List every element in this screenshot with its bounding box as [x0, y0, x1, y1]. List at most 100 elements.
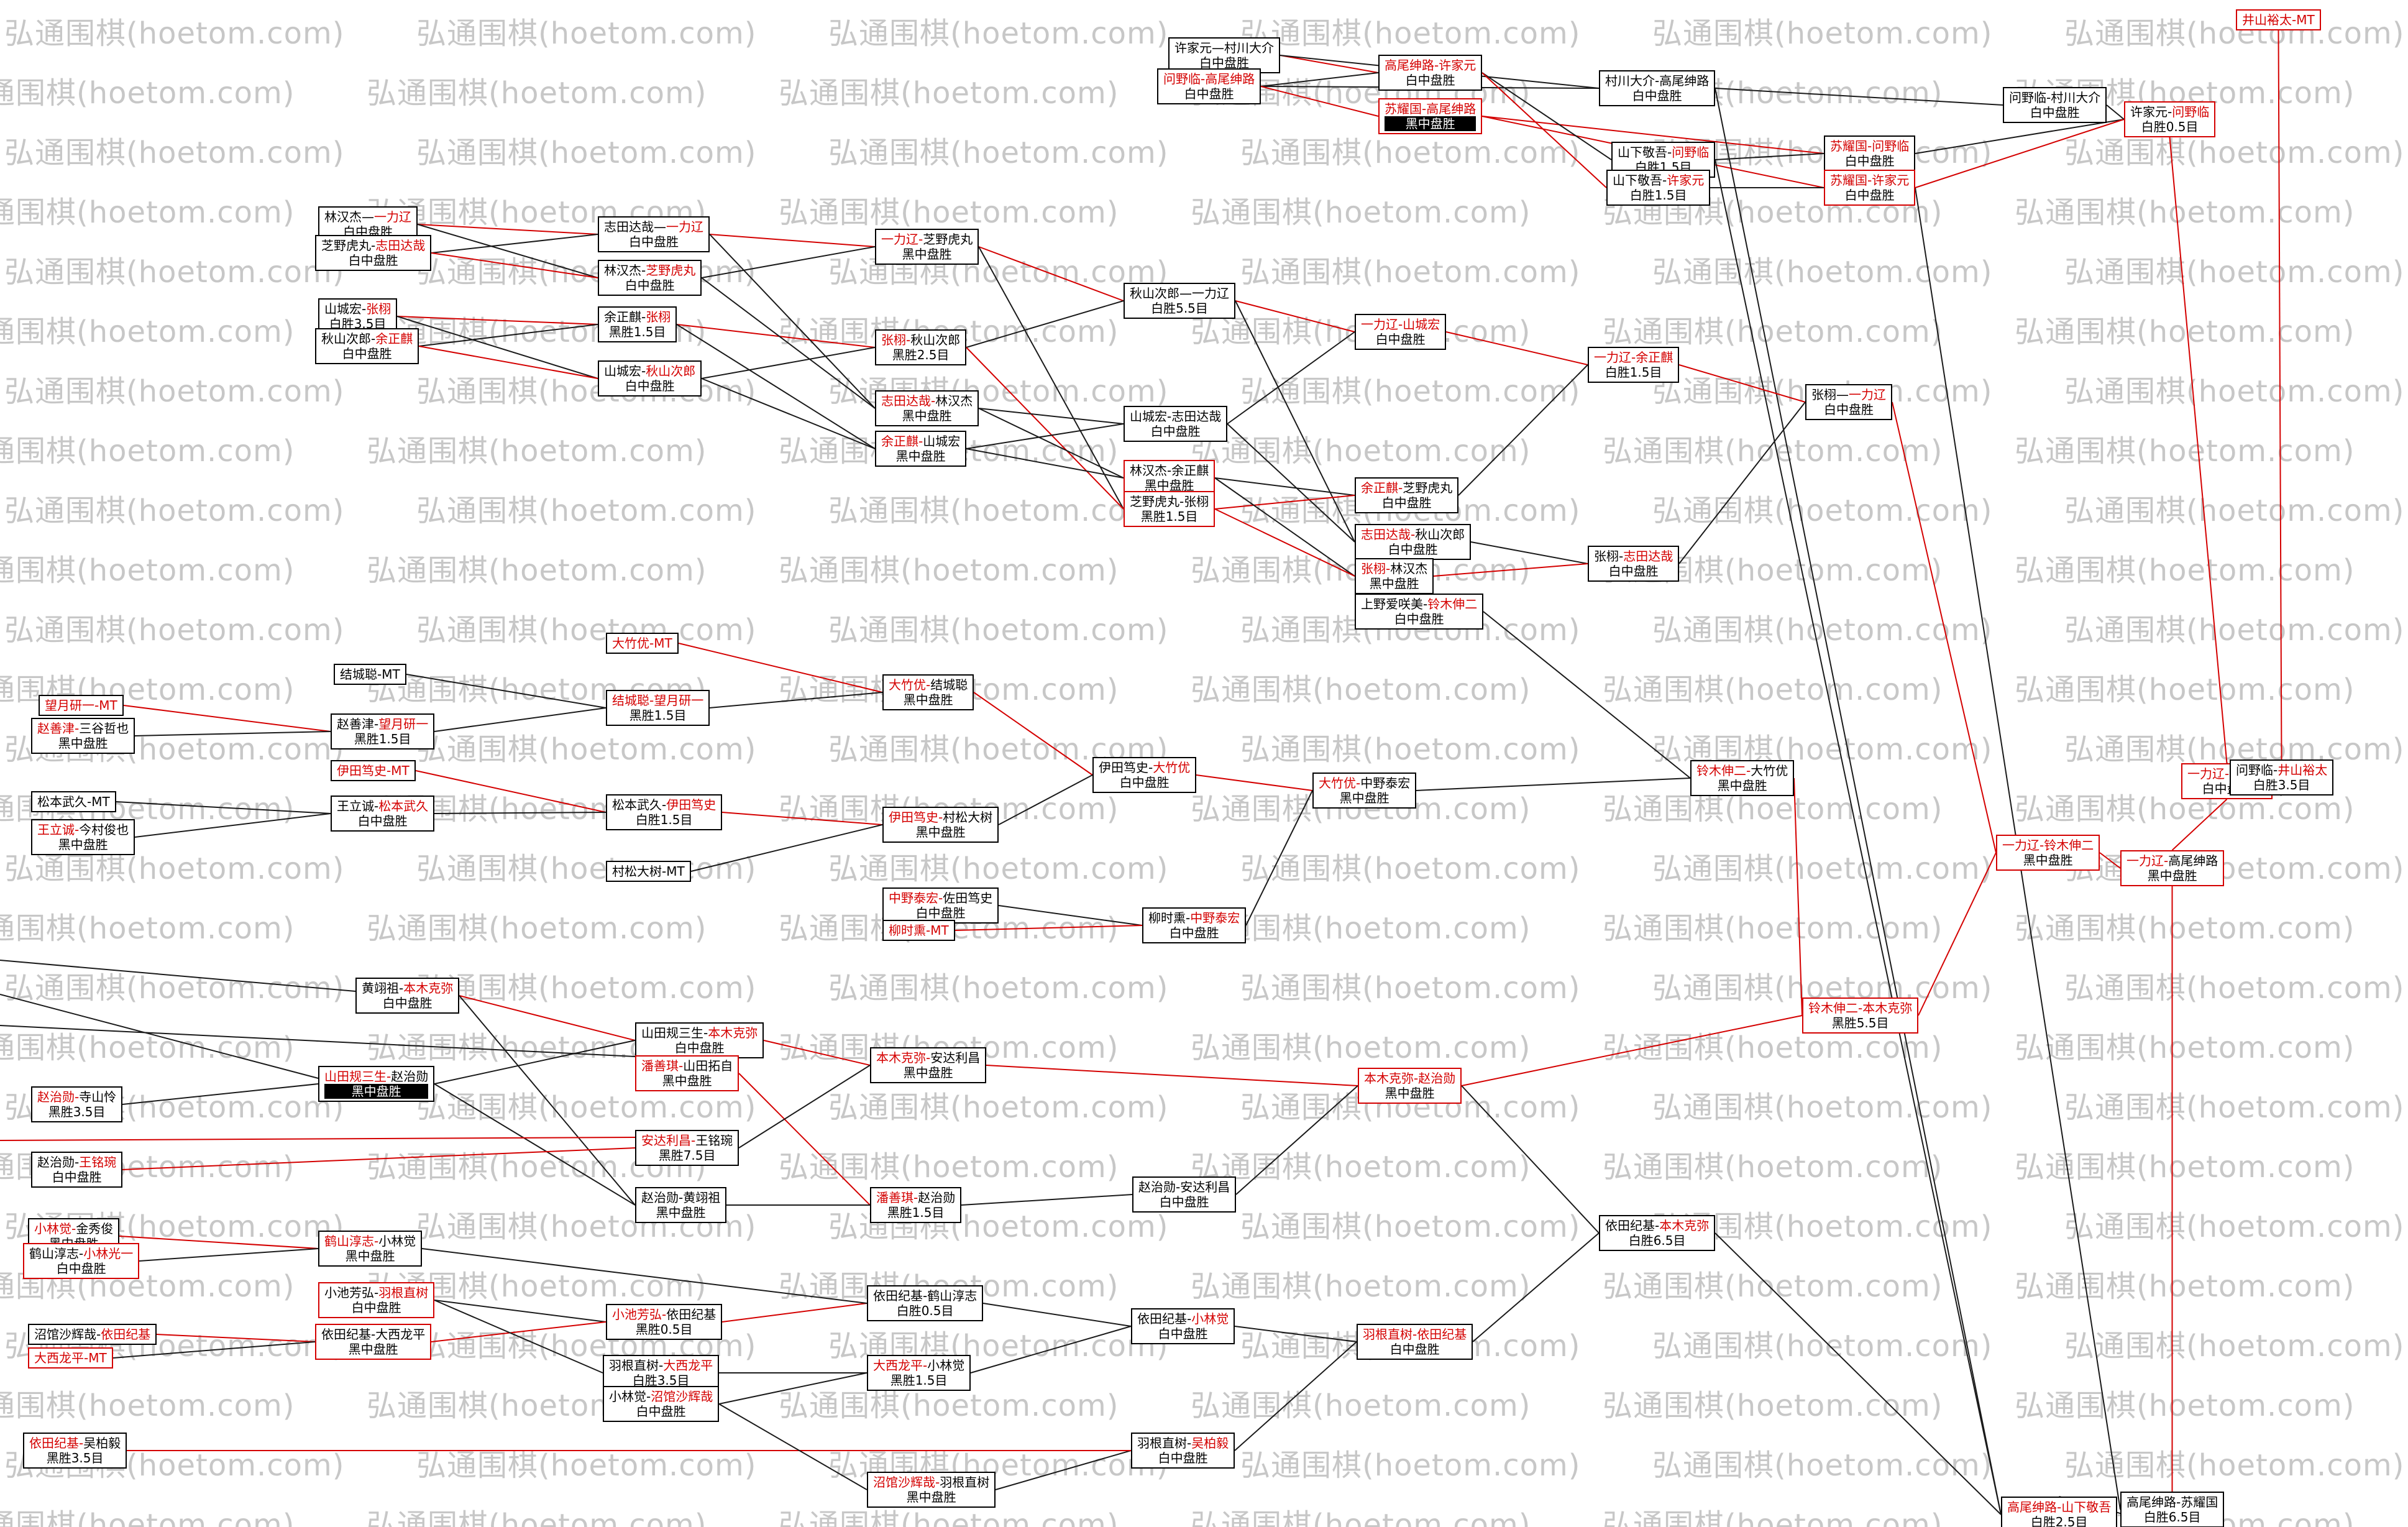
match-box[interactable]: 松本武久-伊田笃史白胜1.5目 — [606, 794, 723, 830]
match-box[interactable]: 高尾绅路-苏耀国白胜6.5目 — [2120, 1492, 2225, 1527]
match-box[interactable]: 余正麒-芝野虎丸白中盘胜 — [1355, 477, 1459, 513]
match-result: 白胜5.5目 — [1130, 301, 1229, 316]
match-box[interactable]: 村松大树-MT — [606, 861, 691, 882]
match-box[interactable]: 依田纪基-大西龙平黑中盘胜 — [315, 1324, 432, 1360]
match-box[interactable]: 村川大介-高尾绅路白中盘胜 — [1599, 70, 1716, 106]
match-box[interactable]: 赵善津-三谷哲也黑中盘胜 — [31, 718, 135, 754]
match-box[interactable]: 羽根直树-依田纪基白中盘胜 — [1357, 1324, 1473, 1360]
match-box[interactable]: 许家元—村川大介白中盘胜 — [1168, 37, 1280, 73]
match-box[interactable]: 志田达哉-秋山次郎白中盘胜 — [1355, 524, 1472, 560]
match-box[interactable]: 林汉杰-余正麒黑中盘胜 — [1124, 460, 1215, 496]
match-box[interactable]: 余正麒-张栩黑胜1.5目 — [598, 306, 677, 342]
match-box[interactable]: 结城聪-望月研一黑胜1.5目 — [606, 690, 710, 726]
match-box[interactable]: 伊田笃史-大竹优白中盘胜 — [1092, 757, 1197, 793]
match-box[interactable]: 志田达哉-林汉杰黑中盘胜 — [875, 390, 979, 426]
match-result: 黑胜1.5目 — [873, 1373, 964, 1388]
match-box[interactable]: 井山裕太-MT — [2236, 9, 2321, 30]
match-box[interactable]: 鹤山淳志-小林觉黑中盘胜 — [318, 1231, 423, 1267]
match-box[interactable]: 依田纪基-小林觉白中盘胜 — [1131, 1308, 1235, 1344]
match-box[interactable]: 沼馆沙辉哉-依田纪基 — [28, 1324, 157, 1345]
match-box[interactable]: 高尾绅路-山下敬吾白胜2.5目 — [2001, 1497, 2118, 1527]
match-box[interactable]: 苏耀国-许家元白中盘胜 — [1824, 170, 1916, 206]
watermark-text: 弘通围棋(hoetom.com) — [0, 434, 295, 469]
match-box[interactable]: 山下敬吾-许家元白胜1.5目 — [1606, 170, 1711, 206]
match-box[interactable]: 志田达哉—一力辽白中盘胜 — [598, 216, 710, 252]
match-box[interactable]: 许家元-问野临白胜0.5目 — [2124, 101, 2216, 137]
match-box[interactable]: 问野临-井山裕太白胜3.5目 — [2230, 759, 2334, 796]
match-box[interactable]: 一力辽-芝野虎丸黑中盘胜 — [875, 229, 979, 265]
match-box[interactable]: 沼馆沙辉哉-羽根直树黑中盘胜 — [867, 1472, 996, 1508]
match-box[interactable]: 林汉杰-芝野虎丸白中盘胜 — [598, 260, 702, 296]
match-box[interactable]: 羽根直树-大西龙平白胜3.5目 — [603, 1355, 720, 1391]
match-result: 黑胜2.5目 — [881, 347, 960, 362]
match-box[interactable]: 张栩-志田达哉白中盘胜 — [1588, 546, 1680, 582]
match-players: 高尾绅路-许家元 — [1385, 58, 1476, 73]
match-box[interactable]: 山田规三生-本木克弥白中盘胜 — [635, 1022, 764, 1058]
match-box[interactable]: 芝野虎丸-张栩黑胜1.5目 — [1124, 491, 1215, 527]
match-box[interactable]: 赵治勋-黄翊祖黑中盘胜 — [635, 1187, 727, 1223]
match-box[interactable]: 潘善琪-山田拓自黑中盘胜 — [635, 1055, 739, 1091]
match-box[interactable]: 小池芳弘-依田纪基黑胜0.5目 — [606, 1304, 723, 1340]
player-name: 问野临 — [1672, 145, 1710, 160]
match-box[interactable]: 余正麒-山城宏黑中盘胜 — [875, 431, 967, 467]
match-box[interactable]: 问野临-村川大介白中盘胜 — [2003, 87, 2107, 123]
match-box[interactable]: 伊田笃史-MT — [331, 760, 416, 781]
match-box[interactable]: 望月研一-MT — [39, 695, 124, 716]
match-box[interactable]: 依田纪基-鹤山淳志白胜0.5目 — [867, 1285, 984, 1321]
match-box[interactable]: 一力辽-余正麒白胜1.5目 — [1588, 347, 1680, 383]
match-box[interactable]: 柳时熏-MT — [882, 920, 955, 941]
match-box[interactable]: 铃木伸二-本木克弥黑胜5.5目 — [1802, 997, 1919, 1034]
match-box[interactable]: 张栩—一力辽白中盘胜 — [1805, 384, 1892, 420]
match-box[interactable]: 张栩-秋山次郎黑胜2.5目 — [875, 329, 967, 365]
match-box[interactable]: 鹤山淳志-小林光一白中盘胜 — [23, 1243, 140, 1279]
match-box[interactable]: 中野泰宏-佐田笃史白中盘胜 — [882, 887, 999, 924]
player-name: 余正麒- — [1361, 480, 1403, 495]
player-name: 吴柏毅 — [1191, 1436, 1229, 1451]
match-box[interactable]: 山城宏-秋山次郎白中盘胜 — [598, 360, 702, 397]
match-box[interactable]: 潘善琪-赵治勋黑胜1.5目 — [870, 1187, 962, 1223]
match-box[interactable]: 一力辽-铃木伸二黑中盘胜 — [1996, 835, 2100, 871]
match-box[interactable]: 铃木伸二-大竹优黑中盘胜 — [1690, 760, 1795, 796]
match-box[interactable]: 秋山次郎—一力辽白胜5.5目 — [1124, 283, 1235, 319]
match-box[interactable]: 秋山次郎-余正麒白中盘胜 — [315, 328, 419, 364]
match-box[interactable]: 苏耀国-高尾绅路黑中盘胜 — [1378, 98, 1483, 134]
match-box[interactable]: 芝野虎丸-志田达哉白中盘胜 — [315, 235, 432, 271]
match-box[interactable]: 一力辽-山城宏白中盘胜 — [1355, 314, 1447, 350]
match-result: 白中盘胜 — [29, 1261, 133, 1276]
match-box[interactable]: 大竹优-MT — [606, 633, 679, 654]
match-box[interactable]: 赵治勋-王铭琬白中盘胜 — [31, 1152, 123, 1188]
match-box[interactable]: 松本武久-MT — [31, 791, 116, 812]
match-box[interactable]: 羽根直树-吴柏毅白中盘胜 — [1131, 1433, 1235, 1469]
match-box[interactable]: 上野爱咲美-铃木伸二白中盘胜 — [1355, 594, 1484, 630]
match-box[interactable]: 大竹优-结城聪黑中盘胜 — [882, 674, 974, 710]
match-box[interactable]: 赵治勋-安达利昌白中盘胜 — [1132, 1176, 1237, 1213]
match-box[interactable]: 赵治勋-寺山怜黑胜3.5目 — [31, 1086, 123, 1122]
match-box[interactable]: 问野临-高尾绅路白中盘胜 — [1157, 68, 1261, 104]
match-box[interactable]: 山田规三生-赵治勋黑中盘胜 — [318, 1066, 435, 1102]
match-box[interactable]: 依田纪基-本木克弥白胜6.5目 — [1599, 1215, 1716, 1251]
match-box[interactable]: 柳时熏-中野泰宏白中盘胜 — [1142, 907, 1247, 943]
player-name: 沼馆沙辉哉 — [651, 1389, 713, 1404]
match-players: 秋山次郎-余正麒 — [321, 331, 413, 346]
match-box[interactable]: 小林觉-沼馆沙辉哉白中盘胜 — [603, 1386, 720, 1422]
match-box[interactable]: 王立诚-今村俊也黑中盘胜 — [31, 819, 135, 855]
match-box[interactable]: 赵善津-望月研一黑胜1.5目 — [331, 713, 435, 750]
match-box[interactable]: 山城宏-志田达哉白中盘胜 — [1124, 406, 1228, 442]
match-box[interactable]: 本木克弥-安达利昌黑中盘胜 — [870, 1047, 987, 1083]
match-box[interactable]: 王立诚-松本武久白中盘胜 — [331, 796, 435, 832]
match-box[interactable]: 安达利昌-王铭琬黑胜7.5目 — [635, 1130, 739, 1166]
match-box[interactable]: 伊田笃史-村松大树黑中盘胜 — [882, 807, 999, 843]
match-box[interactable]: 小池芳弘-羽根直树白中盘胜 — [318, 1282, 435, 1318]
match-box[interactable]: 大竹优-中野泰宏黑中盘胜 — [1312, 773, 1417, 809]
match-box[interactable]: 黄翊祖-本木克弥白中盘胜 — [355, 978, 460, 1014]
match-players: 羽根直树-吴柏毅 — [1137, 1436, 1229, 1451]
match-box[interactable]: 一力辽-高尾绅路黑中盘胜 — [2120, 850, 2225, 886]
match-box[interactable]: 苏耀国-问野临白中盘胜 — [1824, 135, 1916, 172]
match-box[interactable]: 结城聪-MT — [334, 664, 406, 685]
match-box[interactable]: 依田纪基-吴柏毅黑胜3.5目 — [23, 1433, 127, 1469]
match-box[interactable]: 本木克弥-赵治勋黑中盘胜 — [1358, 1068, 1462, 1104]
match-box[interactable]: 张栩-林汉杰黑中盘胜 — [1355, 558, 1434, 594]
match-box[interactable]: 高尾绅路-许家元白中盘胜 — [1378, 55, 1483, 91]
match-box[interactable]: 大西龙平-小林觉黑胜1.5目 — [867, 1355, 971, 1391]
match-box[interactable]: 大西龙平-MT — [28, 1347, 113, 1369]
